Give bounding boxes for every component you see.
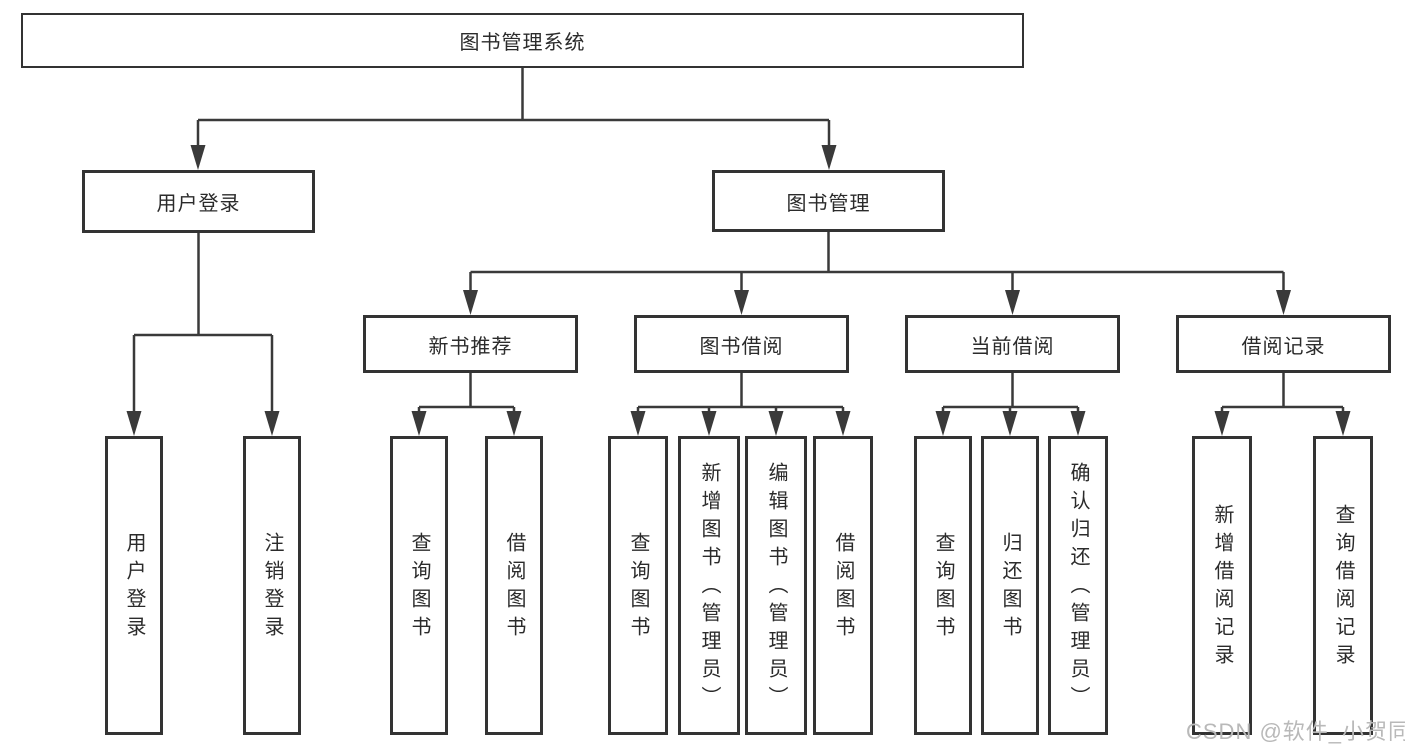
- node-user-login: 用户登录: [82, 170, 315, 233]
- arrowhead: [734, 290, 749, 315]
- node-new-book-recommend: 新书推荐: [363, 315, 578, 373]
- arrowhead: [821, 145, 837, 170]
- node-book-borrowing: 图书借阅: [634, 315, 849, 373]
- leaf-bb-add-books-admin: 新增图书（管理员）: [678, 436, 740, 735]
- connector-nbr-to-leaves: [417, 373, 516, 418]
- connector-user-login-to-leaves: [132, 233, 274, 418]
- arrowhead: [1276, 290, 1291, 315]
- leaf-br-add-borrow-record: 新增借阅记录: [1192, 436, 1252, 735]
- connector-bb-to-leaves: [636, 373, 845, 418]
- leaf-cb-return-books: 归还图书: [981, 436, 1039, 735]
- csdn-watermark: CSDN @软件_小贺同学: [1186, 719, 1405, 744]
- leaf-bb-borrow-books: 借阅图书: [813, 436, 873, 735]
- arrowhead: [1214, 411, 1230, 436]
- leaf-cb-confirm-return-admin: 确认归还（管理员）: [1048, 436, 1108, 735]
- leaf-cb-query-books: 查询图书: [914, 436, 972, 735]
- arrowhead: [935, 411, 951, 436]
- arrowhead: [411, 411, 427, 436]
- arrowhead: [1335, 411, 1351, 436]
- leaf-nbr-query-books: 查询图书: [390, 436, 448, 735]
- arrowhead: [835, 411, 851, 436]
- arrowhead: [630, 411, 646, 436]
- arrowhead: [506, 411, 522, 436]
- arrowhead: [701, 411, 717, 436]
- node-book-management: 图书管理: [712, 170, 945, 232]
- connector-br-to-leaves: [1220, 373, 1345, 418]
- leaf-bb-query-books: 查询图书: [608, 436, 668, 735]
- node-library-management-system: 图书管理系统: [21, 13, 1024, 68]
- leaf-nbr-borrow-books: 借阅图书: [485, 436, 543, 735]
- leaf-logout-login: 注销登录: [243, 436, 301, 735]
- leaf-bb-edit-books-admin: 编辑图书（管理员）: [745, 436, 807, 735]
- leaf-user-login: 用户登录: [105, 436, 163, 735]
- arrowhead: [126, 411, 142, 436]
- arrowhead: [1002, 411, 1018, 436]
- arrowhead: [463, 290, 478, 315]
- arrowhead: [264, 411, 280, 436]
- arrowhead: [768, 411, 784, 436]
- connector-book-mgmt-to-level3: [469, 232, 1285, 297]
- arrowhead: [1070, 411, 1086, 436]
- leaf-br-query-borrow-record: 查询借阅记录: [1313, 436, 1373, 735]
- node-borrowing-records: 借阅记录: [1176, 315, 1391, 373]
- arrowhead: [1005, 290, 1020, 315]
- arrowhead: [190, 145, 206, 170]
- connector-root-to-level2: [196, 68, 831, 152]
- node-current-borrowing: 当前借阅: [905, 315, 1120, 373]
